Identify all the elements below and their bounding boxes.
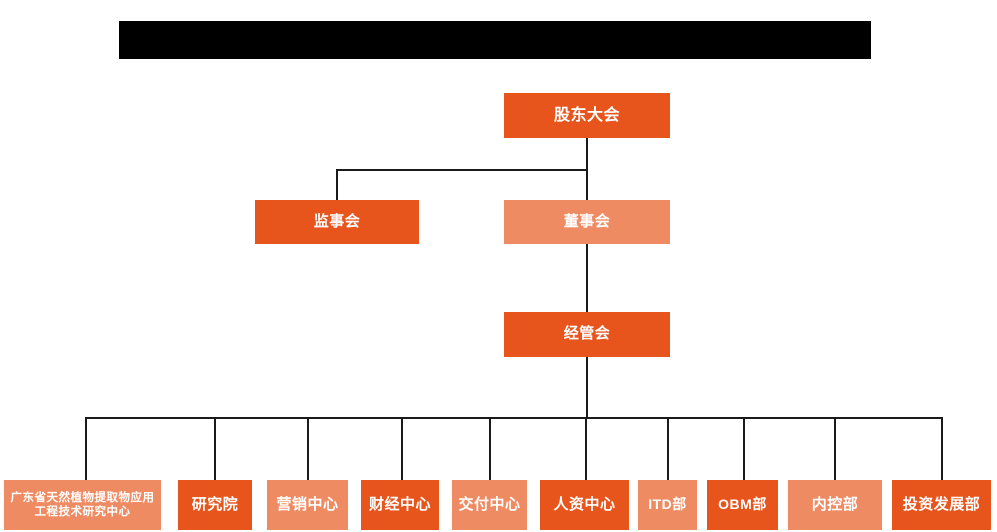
connector-shareholders-down [586, 138, 588, 170]
connector-drop-dept-10 [941, 417, 943, 480]
title-bar [119, 21, 871, 59]
connector-management-down [586, 357, 588, 418]
connector-drop-dept-3 [307, 417, 309, 480]
node-department-6-label: 人资中心 [553, 495, 616, 513]
connector-drop-dept-4 [401, 417, 403, 480]
node-department-8-label: OBM部 [718, 496, 767, 513]
connector-drop-dept-9 [834, 417, 836, 480]
connector-board-to-management [586, 244, 588, 312]
connector-drop-dept-2 [214, 417, 216, 480]
node-department-1[interactable]: 广东省天然植物提取物应用工程技术研究中心 [4, 480, 161, 530]
connector-drop-supervisory [336, 169, 338, 201]
connector-drop-board [586, 169, 588, 201]
node-department-10[interactable]: 投资发展部 [892, 480, 991, 530]
node-department-3[interactable]: 营销中心 [267, 480, 348, 530]
node-supervisory-board-label: 监事会 [313, 212, 361, 230]
connector-drop-dept-7 [667, 417, 669, 480]
node-shareholders-meeting-label: 股东大会 [553, 106, 620, 124]
node-department-2[interactable]: 研究院 [178, 480, 252, 530]
node-department-9-label: 内控部 [811, 495, 859, 513]
connector-drop-dept-8 [743, 417, 745, 480]
connector-level1-bus [336, 169, 587, 171]
node-board-of-directors-label: 董事会 [563, 212, 611, 230]
connector-department-bus [85, 417, 943, 419]
node-department-6[interactable]: 人资中心 [540, 480, 629, 530]
node-department-10-label: 投资发展部 [902, 495, 981, 513]
connector-drop-dept-1 [85, 417, 87, 480]
connector-drop-dept-6 [585, 417, 587, 480]
node-management-committee-label: 经管会 [563, 325, 611, 343]
node-department-3-label: 营销中心 [276, 495, 339, 513]
node-supervisory-board[interactable]: 监事会 [255, 200, 419, 244]
node-board-of-directors[interactable]: 董事会 [504, 200, 670, 244]
node-management-committee[interactable]: 经管会 [504, 312, 670, 357]
node-department-5[interactable]: 交付中心 [452, 480, 527, 530]
node-department-9[interactable]: 内控部 [788, 480, 882, 530]
connector-drop-dept-5 [489, 417, 491, 480]
node-department-7-label: ITD部 [648, 496, 687, 513]
node-department-4[interactable]: 财经中心 [361, 480, 439, 530]
node-shareholders-meeting[interactable]: 股东大会 [504, 93, 670, 138]
node-department-1-label: 广东省天然植物提取物应用工程技术研究中心 [10, 491, 155, 518]
node-department-8[interactable]: OBM部 [707, 480, 778, 530]
node-department-4-label: 财经中心 [368, 495, 431, 513]
node-department-2-label: 研究院 [191, 495, 239, 513]
node-department-5-label: 交付中心 [458, 495, 521, 513]
node-department-7[interactable]: ITD部 [638, 480, 697, 530]
